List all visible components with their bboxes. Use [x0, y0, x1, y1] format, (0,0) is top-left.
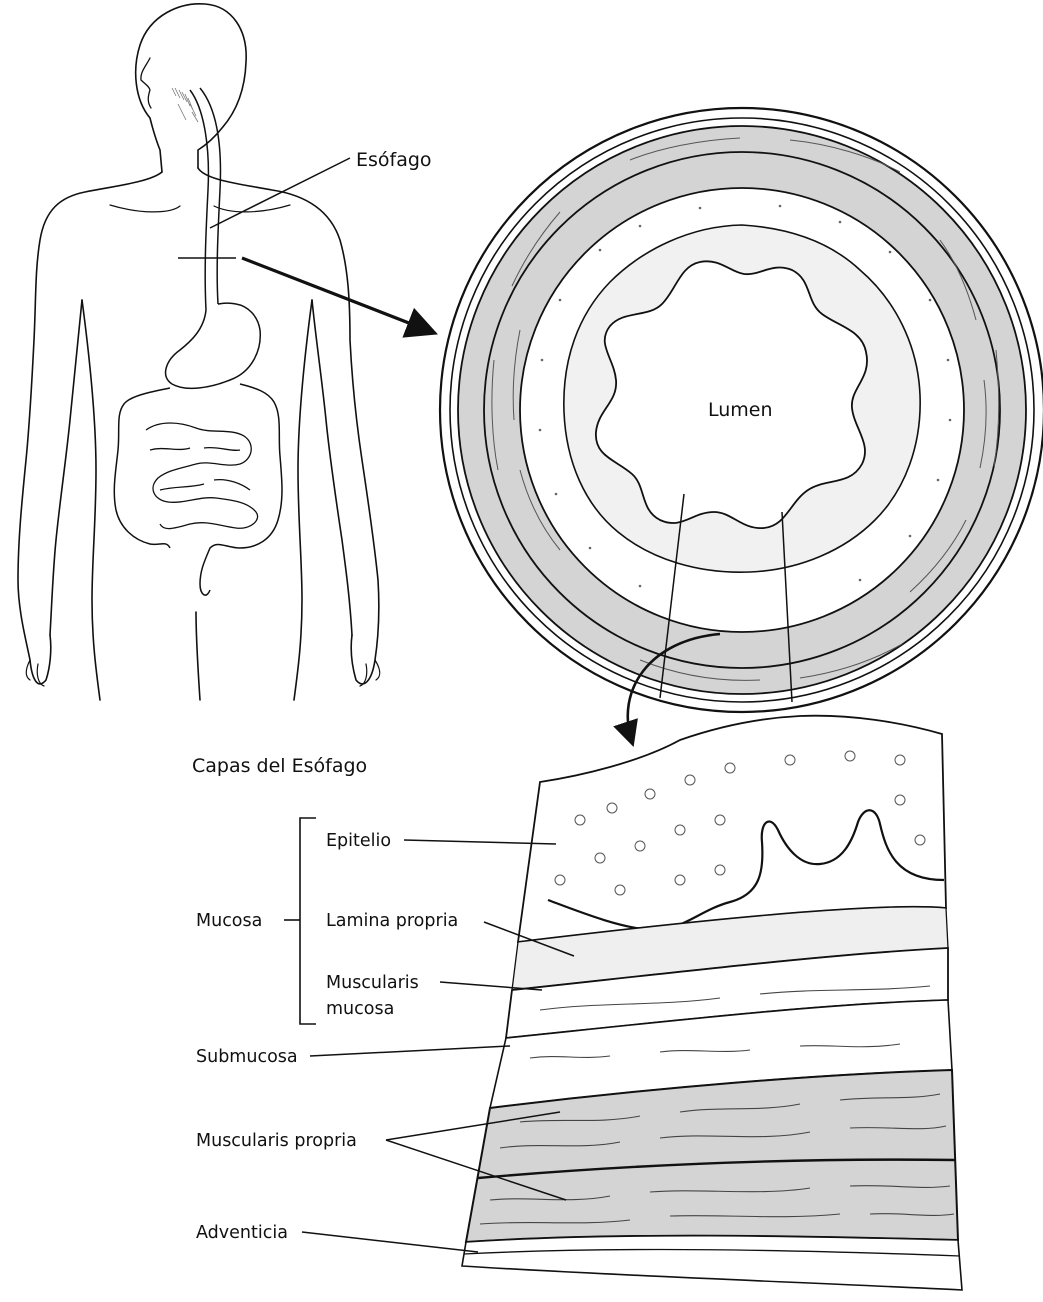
right-arm-inner	[312, 300, 352, 635]
mucosa-bracket	[284, 818, 316, 1024]
lamina-propria-label: Lamina propria	[326, 911, 458, 931]
left-arm-inner	[50, 300, 82, 635]
leg-split	[196, 612, 200, 700]
muscularis-mucosa-label-line2: mucosa	[326, 999, 394, 1019]
adventitia-region	[462, 1236, 962, 1290]
large-intestine	[114, 384, 282, 595]
zoom-arrow	[242, 258, 432, 332]
muscularis-mucosa-label-line1: Muscularis	[326, 973, 419, 993]
chest-line	[110, 205, 290, 212]
mucosa-label: Mucosa	[196, 911, 262, 931]
torso-outline	[18, 168, 379, 684]
epithelium-label: Epitelio	[326, 831, 391, 851]
adventitia-label: Adventicia	[196, 1223, 288, 1243]
torso-right-side	[294, 300, 312, 700]
left-hand-fingers	[26, 660, 44, 686]
small-intestine	[146, 423, 258, 529]
adventitia-leader	[302, 1232, 478, 1252]
esophagus-callout	[178, 158, 432, 332]
submucosa-label: Submucosa	[196, 1047, 298, 1067]
right-hand-fingers	[360, 660, 380, 686]
esophagus-tube	[190, 88, 220, 310]
neck-shading	[172, 88, 198, 122]
submucosa-leader	[310, 1046, 510, 1056]
esophagus-label: Esófago	[356, 149, 432, 171]
muscularis-propria-label: Muscularis propria	[196, 1131, 357, 1151]
cross-section: Lumen	[440, 108, 1043, 712]
head-outline	[136, 4, 246, 172]
esophagus-leader	[210, 158, 350, 228]
layer-block	[462, 716, 962, 1290]
lumen-label: Lumen	[708, 399, 773, 421]
layers-title: Capas del Esófago	[192, 755, 367, 777]
stomach-outline	[166, 303, 261, 388]
torso-left-side	[82, 300, 100, 700]
face-profile	[141, 58, 151, 108]
